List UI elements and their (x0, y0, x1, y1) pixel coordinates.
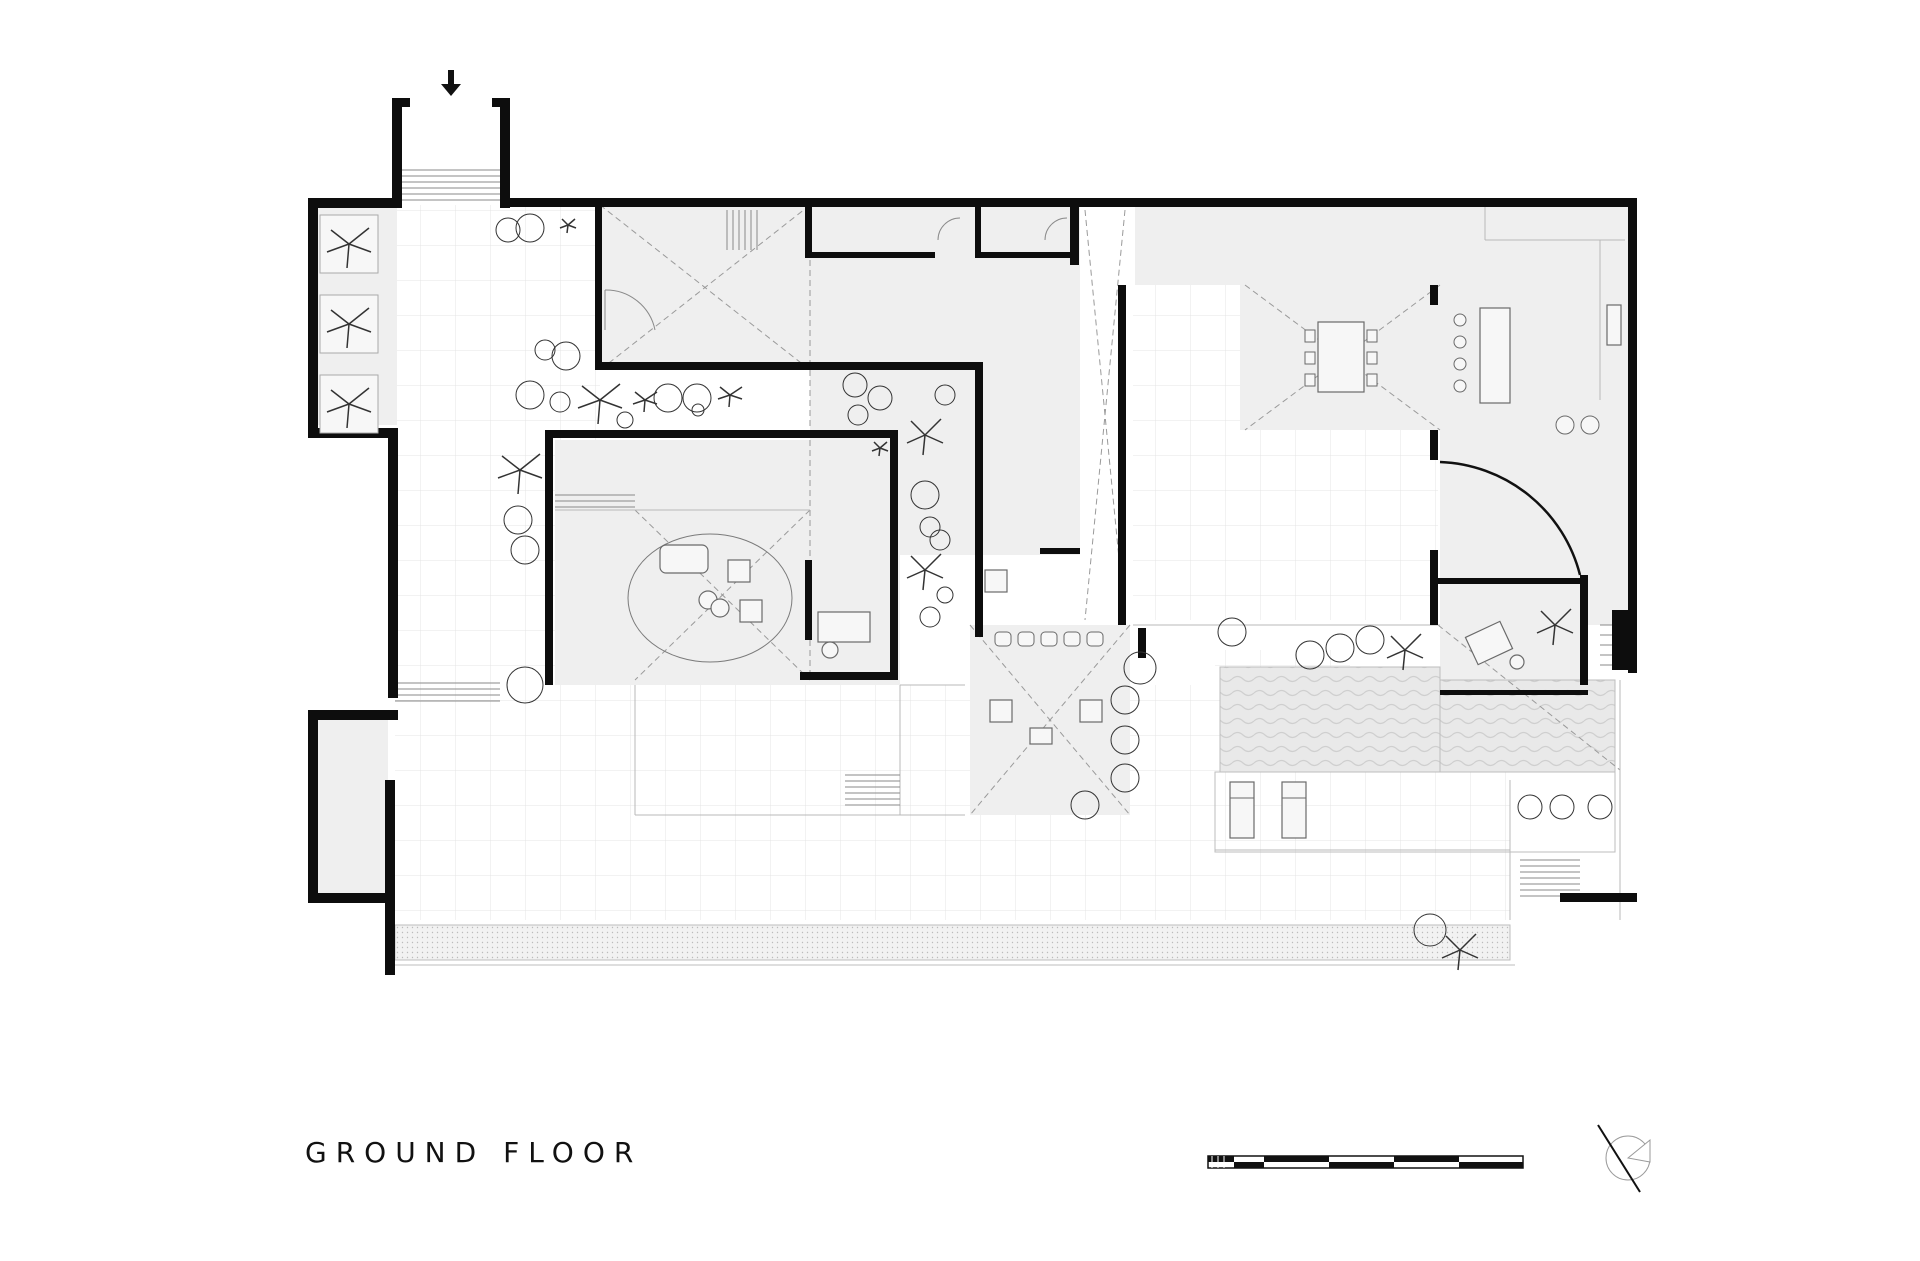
planting (319, 213, 1613, 971)
drawing-title: GROUND FLOOR (305, 1136, 643, 1169)
scale-bar-icon (1207, 1155, 1524, 1169)
walls (308, 98, 1637, 975)
north-arrow-icon (1597, 1124, 1651, 1193)
entrance-arrow-icon (441, 70, 461, 96)
furniture (627, 304, 1622, 745)
swimming-pool (1214, 666, 1616, 853)
bottom-garden-strip (394, 924, 1515, 966)
